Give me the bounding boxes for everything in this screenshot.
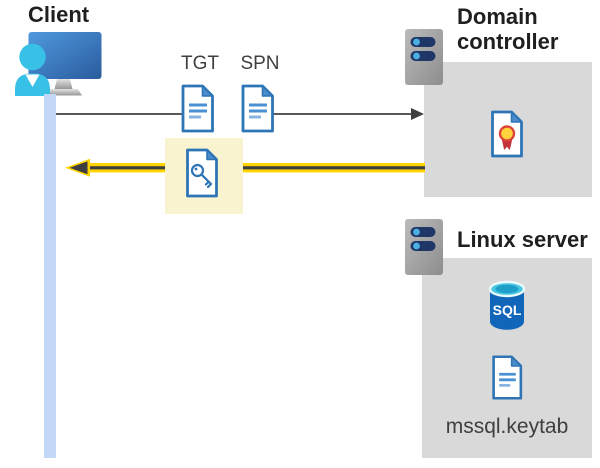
domain-controller-title: Domain controller	[457, 4, 559, 54]
linux-server-title: Linux server	[457, 227, 588, 252]
sql-badge-text: SQL	[493, 302, 522, 318]
key-document-icon	[186, 148, 218, 198]
tgt-document-icon	[181, 84, 214, 133]
request-arrow-head	[411, 108, 424, 120]
linux-server-icon	[405, 219, 443, 275]
spn-label: SPN	[240, 53, 280, 74]
response-arrow	[65, 158, 425, 177]
request-arrow-line	[56, 113, 182, 115]
certificate-document-icon	[491, 110, 523, 158]
request-arrow-line	[266, 113, 412, 115]
user-at-monitor-icon	[15, 32, 102, 96]
client-title: Client	[28, 2, 90, 27]
keytab-document-icon	[492, 355, 523, 400]
sql-database-icon: SQL	[488, 280, 526, 330]
keytab-filename-label: mssql.keytab	[445, 415, 569, 438]
spn-document-icon	[241, 84, 274, 133]
client-lifeline-bar	[44, 94, 56, 458]
domain-controller-server-icon	[405, 29, 443, 85]
tgt-label: TGT	[181, 53, 219, 74]
